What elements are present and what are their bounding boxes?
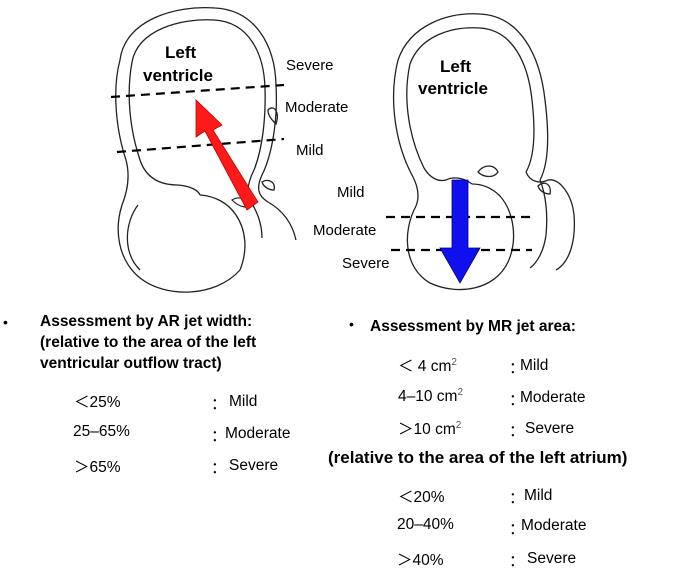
ar-heading-line3: ventricular outflow tract) [40, 355, 222, 372]
mr-threshold-lines [386, 215, 532, 252]
left-heart-outline [115, 6, 297, 293]
mr-area-grade: Moderate [520, 389, 586, 406]
ar-row-sep: ： [211, 460, 227, 477]
ar-row-value: ＜25% [74, 394, 121, 411]
mr-area-unit-sup: 2 [457, 387, 464, 398]
mr-area-unit-sup: 2 [455, 419, 462, 431]
mr-grade-moderate: Moderate [313, 222, 377, 239]
mr-area-value: ＞10 [398, 421, 431, 438]
left-diagram-title-line2: ventricle [143, 66, 213, 85]
heart-diagrams [110, 6, 576, 293]
mr-relative-heading: (relative to the area of the left atrium… [328, 448, 628, 467]
mr-relative-sep: ： [509, 490, 525, 507]
mr-relative-grade: Mild [524, 487, 553, 504]
mr-bullet: • [349, 316, 354, 332]
mr-relative-grade: Severe [527, 550, 577, 567]
ar-row-grade: Moderate [225, 425, 291, 442]
mr-area-sep: ： [509, 423, 525, 440]
ar-grade-moderate: Moderate [285, 99, 349, 116]
mr-area-unit-sup: 2 [451, 356, 457, 368]
right-diagram-title-line2: ventricle [418, 79, 488, 98]
left-diagram-title-line1: Left [165, 43, 197, 62]
ar-row-grade: Mild [229, 393, 258, 410]
ar-heading-line1: Assessment by AR jet width: [40, 313, 253, 330]
mr-heading: Assessment by MR jet area: [370, 318, 576, 335]
mr-area-unit: cm [430, 358, 452, 375]
ar-row-value: ＞65% [74, 459, 121, 476]
mr-relative-grade: Moderate [521, 517, 587, 534]
mr-area-grade: Severe [525, 420, 575, 437]
ar-grade-mild: Mild [296, 142, 324, 159]
ar-row-value: 25–65% [73, 423, 130, 440]
mr-grade-mild: Mild [337, 184, 365, 201]
mr-relative-sep: ： [509, 521, 525, 538]
ar-bullet: • [3, 314, 8, 330]
right-heart-outline [392, 13, 576, 291]
mr-area-row: 4–10 cm2 [398, 387, 463, 406]
mr-area-sep: ： [509, 360, 525, 377]
mr-area-grade: Mild [520, 357, 549, 374]
mr-relative-value: ＜20% [398, 489, 445, 506]
mr-relative-value: 20–40% [397, 516, 454, 533]
ar-row-sep: ： [211, 428, 227, 445]
mr-grade-severe: Severe [342, 255, 390, 272]
mr-relative-value: ＞40% [397, 552, 444, 569]
ar-threshold-lines [110, 83, 285, 154]
ar-grade-severe: Severe [286, 57, 334, 74]
mr-area-value: ＜ 4 [398, 358, 427, 375]
ar-moderate-line [110, 83, 285, 99]
mr-area-row: ＜ 4 cm2 [398, 354, 457, 376]
ar-row-grade: Severe [229, 457, 279, 474]
mr-area-unit: cm [435, 421, 456, 438]
right-diagram-title-line1: Left [440, 57, 472, 76]
mr-area-unit: cm [436, 388, 458, 406]
mr-area-sep: ： [509, 392, 525, 409]
mr-relative-sep: ： [509, 553, 525, 570]
ar-row-sep: ： [211, 396, 227, 413]
ar-jet-arrow [195, 99, 259, 211]
mr-area-value: 4–10 [398, 388, 433, 406]
ar-mild-line [116, 137, 285, 154]
ar-heading-line2: (relative to the area of the left [40, 334, 257, 351]
mr-jet-arrow [439, 179, 481, 284]
mr-area-row: ＞10 cm2 [398, 417, 461, 439]
